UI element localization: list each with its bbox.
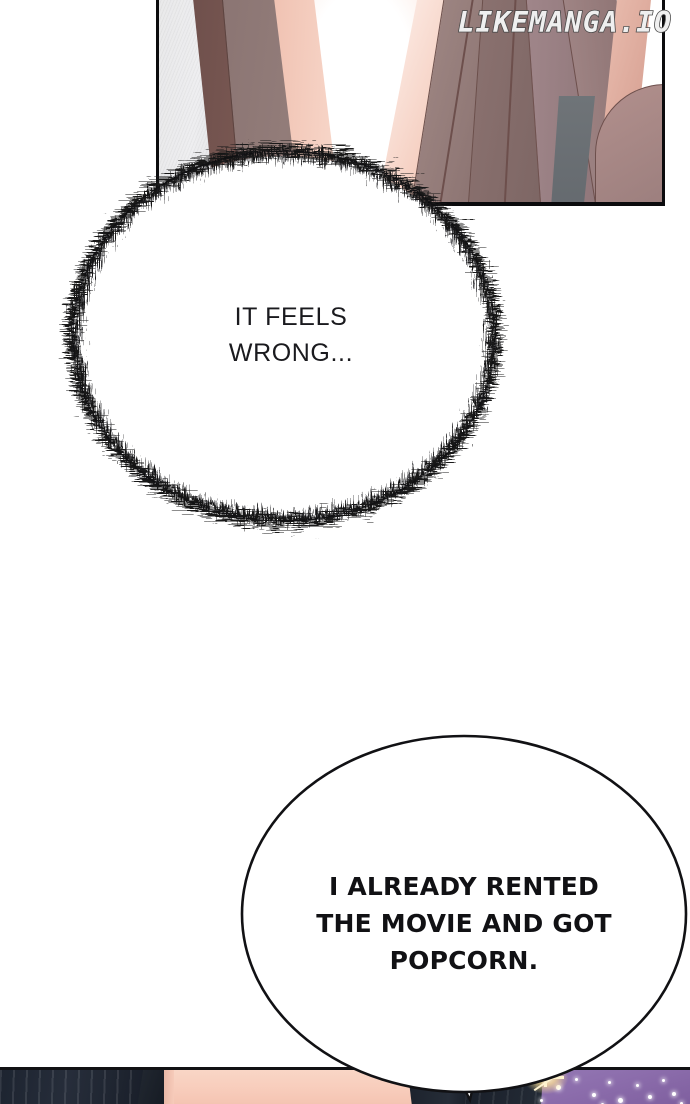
bubble-thought: IT FEELS WRONG... — [32, 118, 542, 554]
sparkle — [540, 1099, 543, 1102]
speech-line-3: POPCORN. — [389, 946, 539, 975]
panel-top-artwork — [159, 0, 662, 202]
thought-line-2: WRONG... — [228, 338, 354, 367]
speech-bubble-shape — [240, 734, 688, 1104]
sparkle — [636, 1084, 639, 1087]
panel-top — [156, 0, 665, 206]
sparkle — [575, 1078, 578, 1081]
thought-bubble-shape — [67, 145, 501, 527]
bubble-speech: I ALREADY RENTED THE MOVIE AND GOT POPCO… — [238, 728, 690, 1104]
speech-bubble-text: I ALREADY RENTED THE MOVIE AND GOT POPCO… — [274, 868, 654, 979]
sparkle — [662, 1079, 665, 1082]
speech-line-2: THE MOVIE AND GOT — [316, 909, 612, 938]
sparkle — [592, 1093, 596, 1097]
sparkle — [648, 1095, 652, 1099]
speech-line-1: I ALREADY RENTED — [328, 872, 600, 901]
sparkle — [680, 1102, 683, 1104]
thought-line-1: IT FEELS — [234, 303, 348, 331]
sparkle — [608, 1081, 611, 1084]
site-watermark: LIKEMANGA.IO — [457, 5, 672, 40]
face-skin-edge — [164, 1070, 174, 1104]
thought-bubble-text: IT FEELS WRONG... — [32, 300, 542, 371]
sparkle — [672, 1092, 676, 1096]
sparkle — [618, 1098, 623, 1103]
